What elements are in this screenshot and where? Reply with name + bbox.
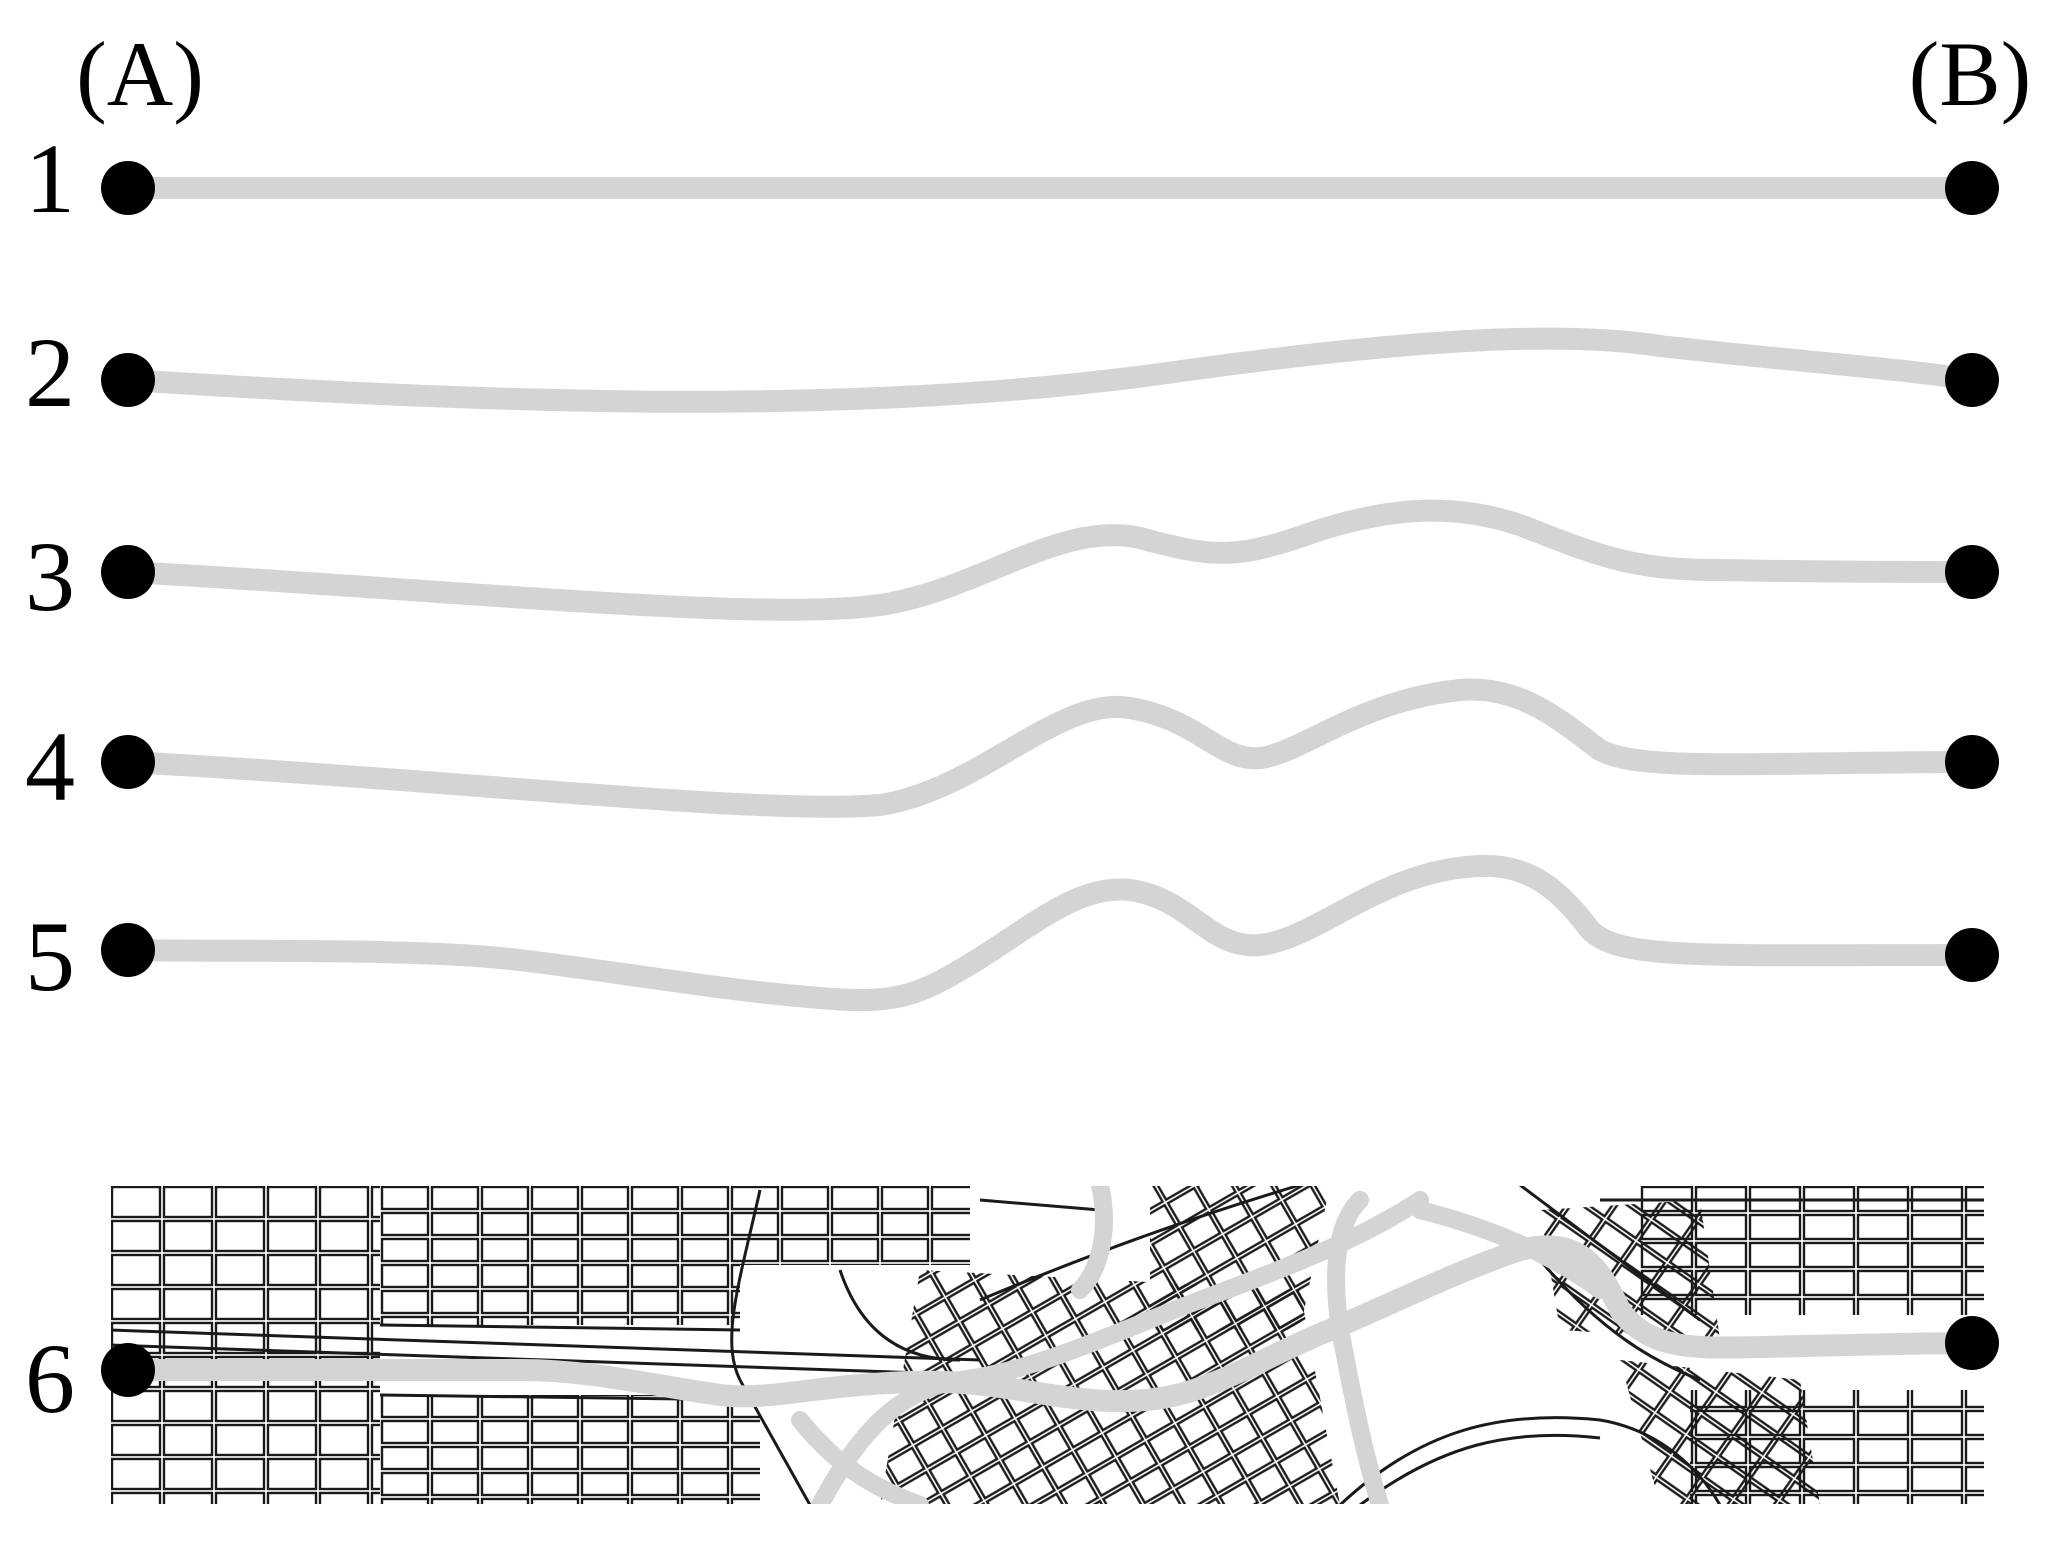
node-a-route-3 — [101, 545, 155, 599]
node-a-route-1 — [101, 161, 155, 215]
node-b-route-2 — [1945, 353, 1999, 407]
node-b-route-6 — [1945, 1316, 1999, 1370]
route-2-line — [117, 327, 1983, 413]
route-3-line — [117, 499, 1983, 621]
node-a-route-4 — [101, 735, 155, 789]
route-5-line — [117, 854, 1983, 1012]
route-number-6: 6 — [25, 1323, 75, 1434]
node-a-route-2 — [101, 353, 155, 407]
endpoint-label-b: (B) — [1909, 23, 2032, 125]
route-number-3: 3 — [25, 521, 75, 632]
route-4-line — [117, 678, 1983, 818]
node-b-route-4 — [1945, 735, 1999, 789]
route-number-5: 5 — [25, 901, 75, 1012]
route-number-4: 4 — [25, 711, 75, 822]
node-b-route-5 — [1945, 928, 1999, 982]
street-map — [110, 1185, 1985, 1505]
endpoint-label-a: (A) — [76, 23, 204, 125]
route-number-2: 2 — [25, 317, 75, 428]
route-number-1: 1 — [25, 123, 75, 234]
node-b-route-1 — [1945, 161, 1999, 215]
route-6-line — [117, 1235, 1983, 1413]
node-a-route-5 — [101, 923, 155, 977]
node-a-route-6 — [101, 1343, 155, 1397]
node-b-route-3 — [1945, 545, 1999, 599]
